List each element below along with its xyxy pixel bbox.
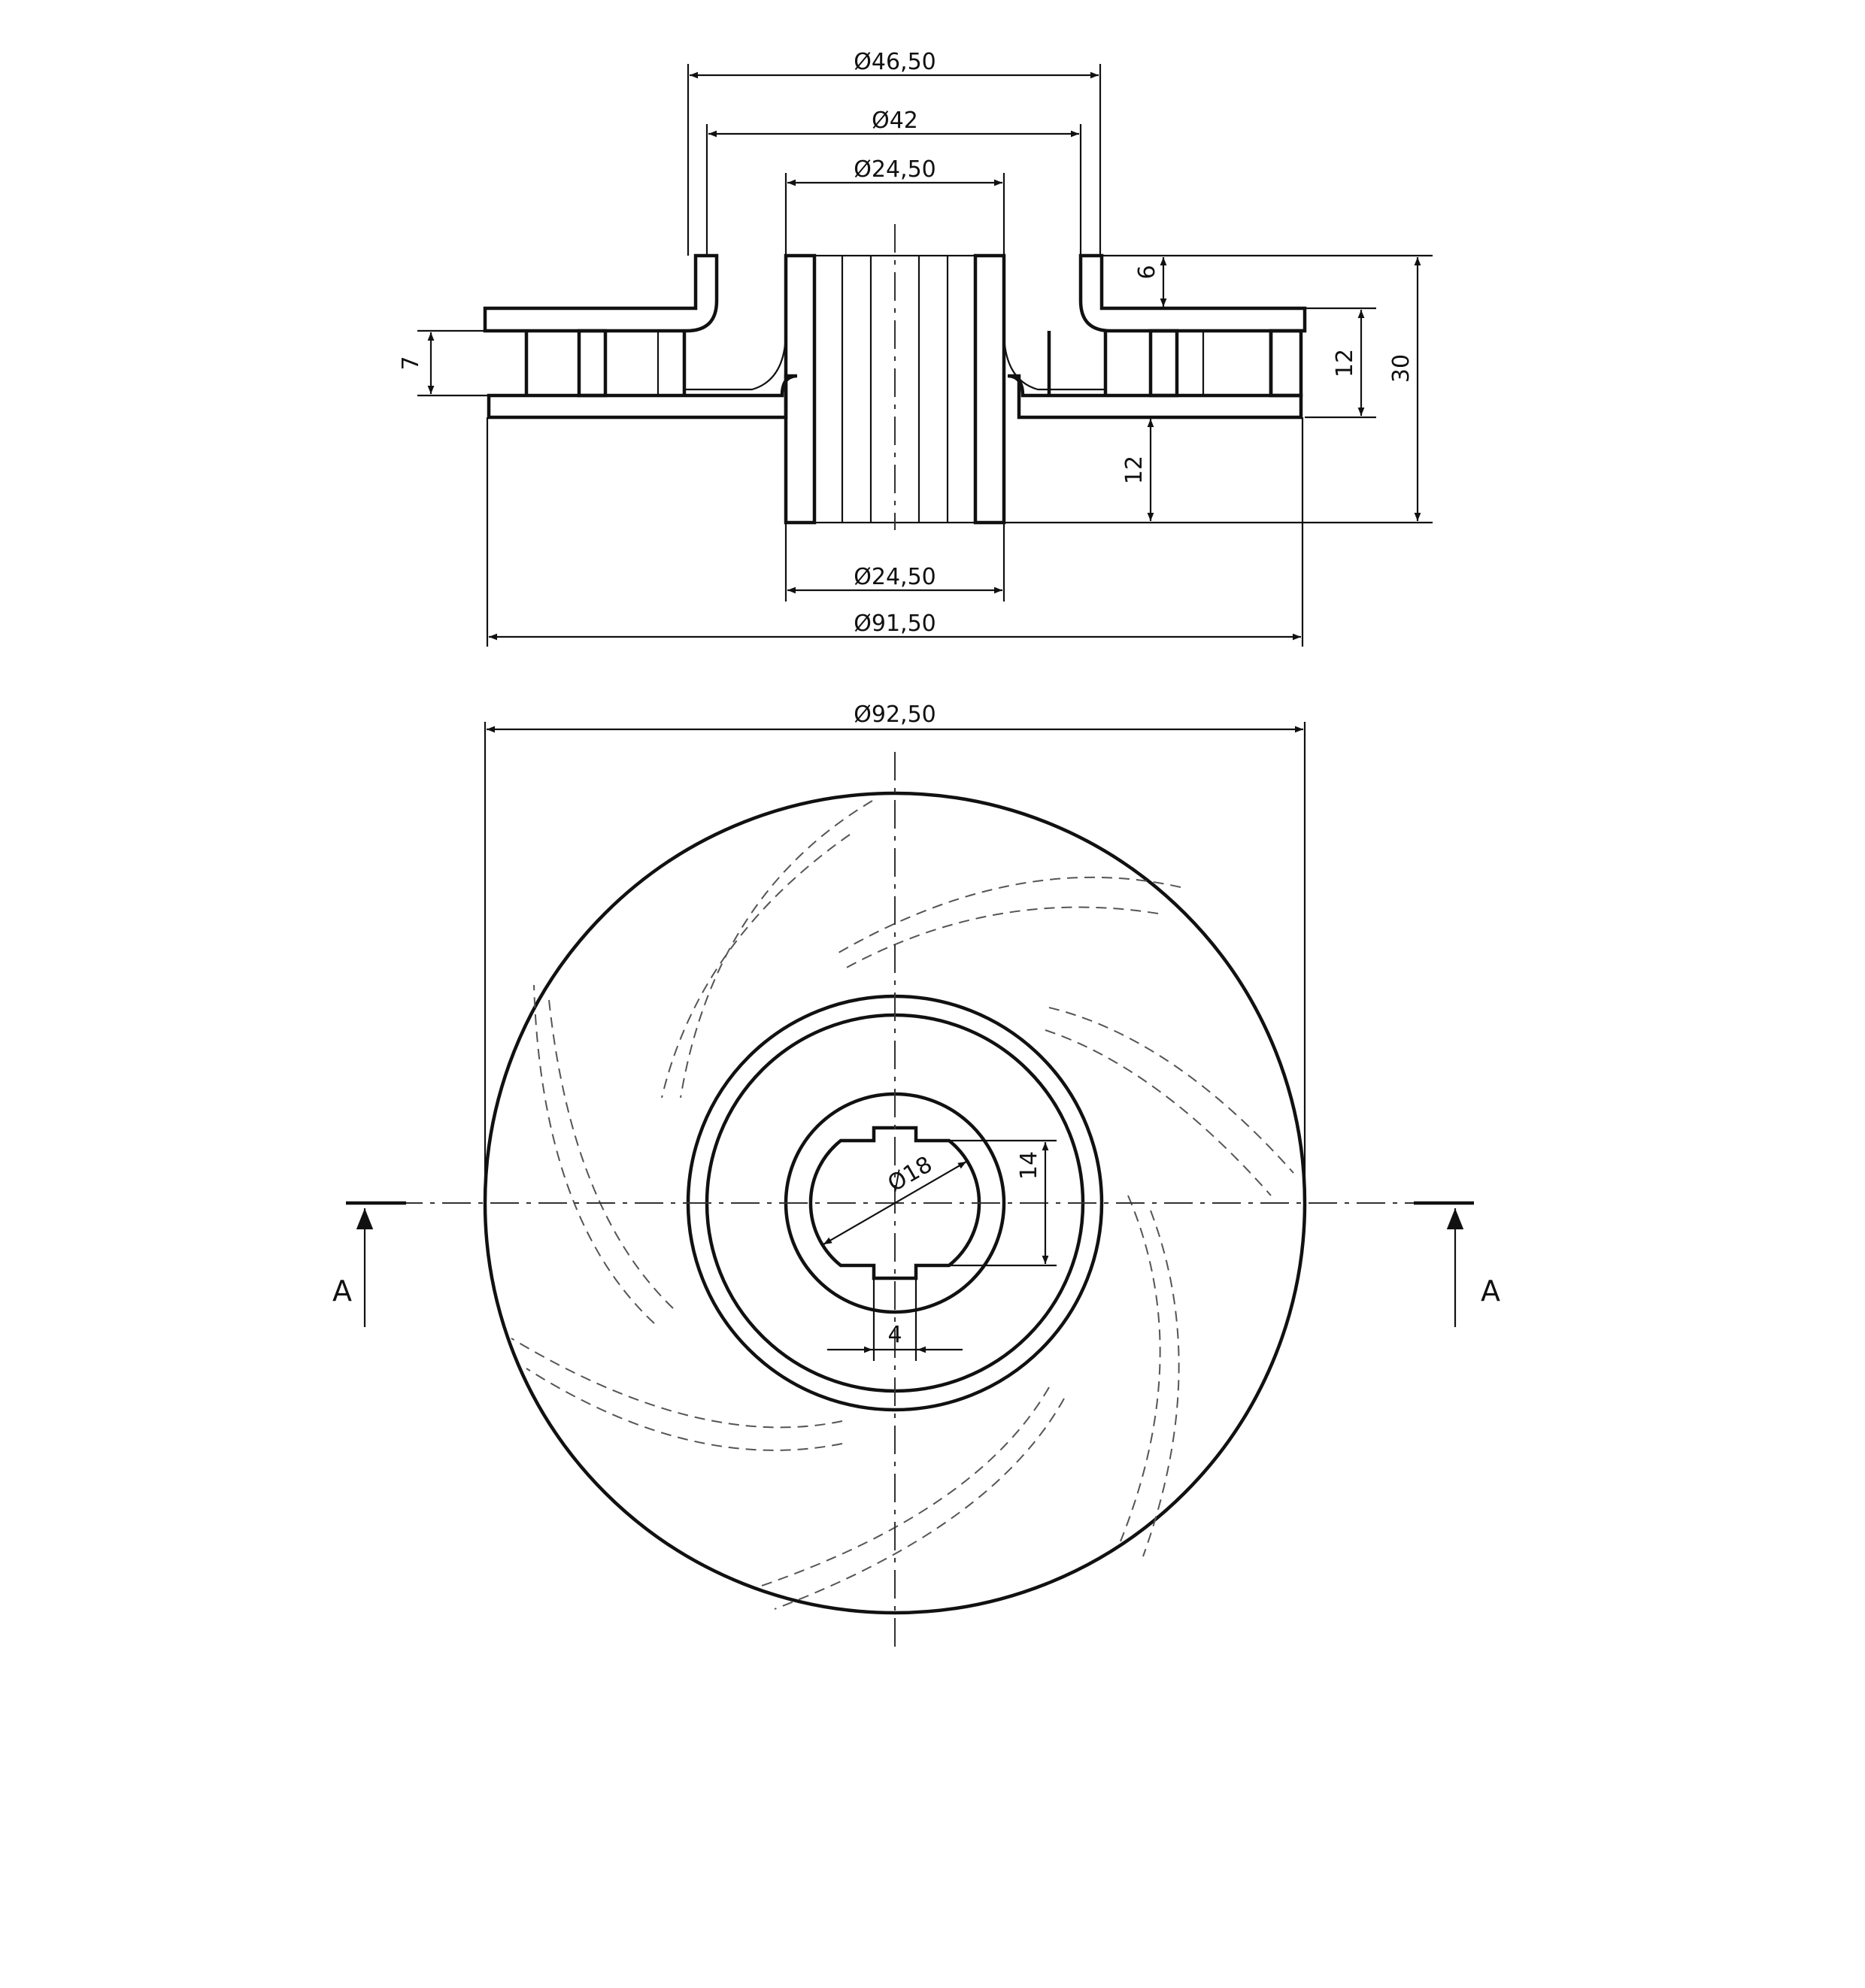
dim-text-24-50-bottom: Ø24,50 — [854, 564, 936, 590]
dim-text-6: 6 — [1134, 265, 1160, 279]
dim-text-42: Ø42 — [872, 108, 918, 134]
dim-line-18 — [823, 1161, 967, 1245]
hub-wall-left — [784, 253, 817, 525]
shroud-left — [483, 253, 719, 333]
dim-text-30: 30 — [1388, 354, 1415, 383]
section-edges — [524, 254, 1273, 524]
plan-view: Ø92,50 — [332, 702, 1500, 1647]
section-dimensions: Ø46,50 Ø42 Ø24,50 Ø24,50 Ø91,50 7 6 12 1… — [398, 49, 1433, 647]
vane-section-left — [577, 329, 608, 398]
section-label-right: A — [1481, 1274, 1500, 1308]
outer-lip-right — [1269, 329, 1303, 398]
vane-section-right — [1148, 329, 1179, 398]
section-label-left: A — [332, 1274, 352, 1308]
dim-text-18: Ø18 — [884, 1151, 937, 1197]
dim-text-14: 14 — [1016, 1151, 1042, 1180]
keyed-bore — [808, 1126, 981, 1280]
dim-text-12-vane: 12 — [1332, 349, 1358, 377]
dim-text-7: 7 — [398, 356, 424, 370]
impeller-outer-circle — [483, 791, 1307, 1615]
shroud-right — [1078, 253, 1307, 333]
hub-wall-right — [973, 253, 1006, 525]
hidden-vanes — [511, 800, 1294, 1610]
dim-text-4: 4 — [887, 1322, 902, 1348]
dim-text-12-hub: 12 — [1121, 456, 1148, 484]
section-view: Ø46,50 Ø42 Ø24,50 Ø24,50 Ø91,50 7 6 12 1… — [398, 49, 1433, 647]
dim-text-24-50-top: Ø24,50 — [854, 156, 936, 183]
disc-left — [487, 374, 798, 420]
dim-text-91-50: Ø91,50 — [854, 611, 936, 637]
dim-text-92-50: Ø92,50 — [854, 702, 936, 728]
disc-right — [1007, 374, 1303, 420]
dim-text-46-50: Ø46,50 — [854, 49, 936, 75]
